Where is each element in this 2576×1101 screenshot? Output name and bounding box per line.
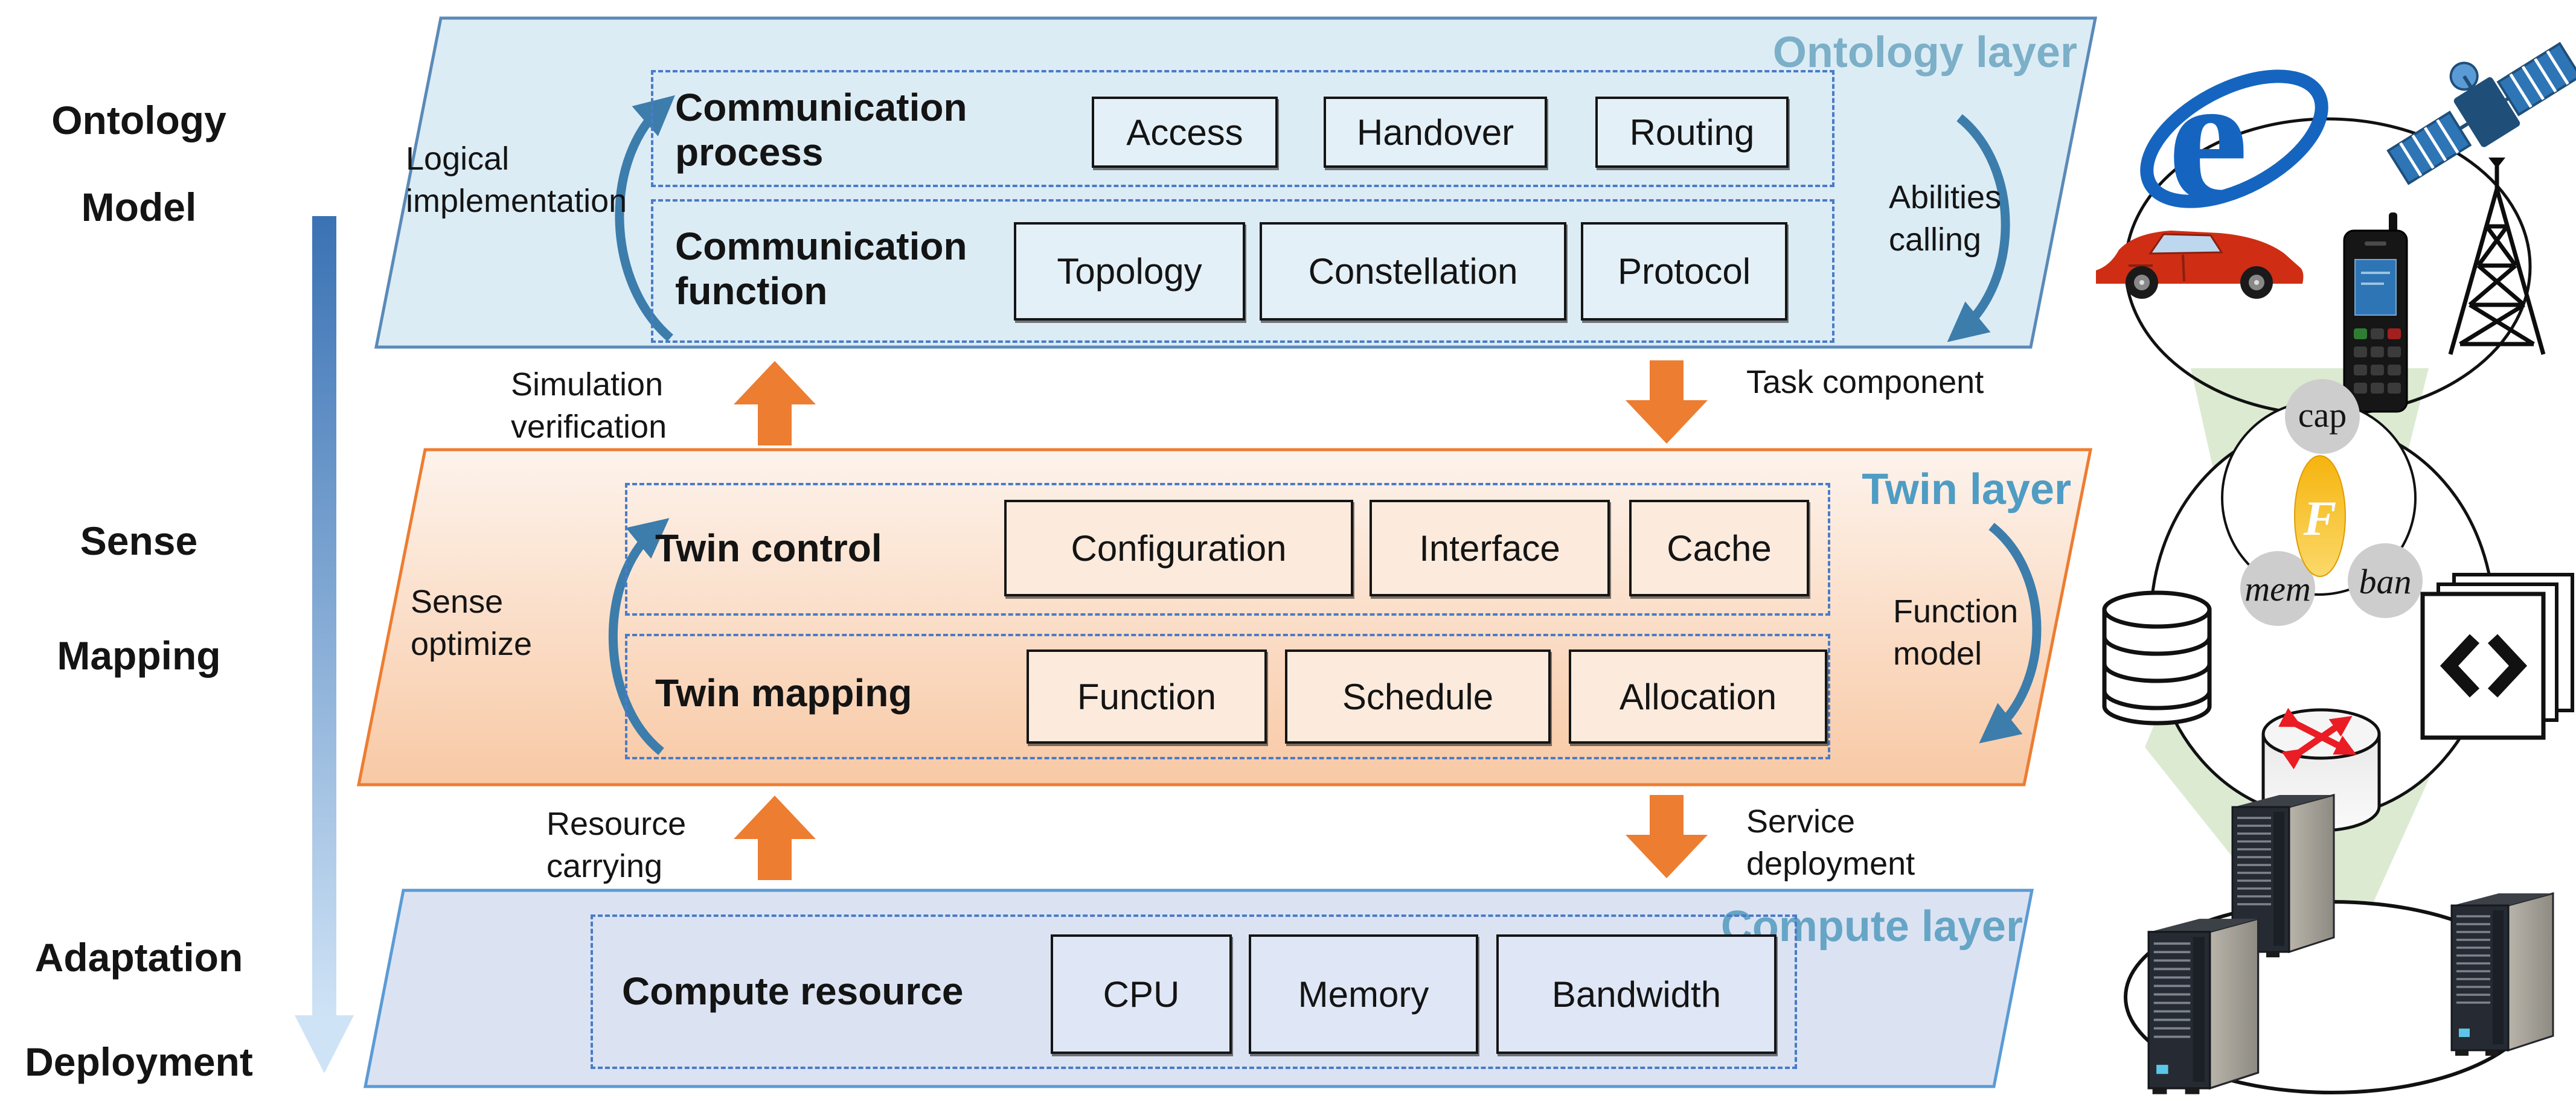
resource-item-memory: Memory: [1249, 934, 1478, 1054]
cap-bubble: [2285, 379, 2360, 454]
twin-layer-label: Twin layer: [1862, 465, 2071, 514]
function-model-note: Function model: [1893, 593, 2019, 672]
twin-mapping-title: Twin mapping: [655, 671, 912, 715]
database-icon: [2102, 590, 2212, 726]
sense-optimize-note: Sense optimize: [411, 584, 533, 663]
f-bubble-label: F: [2303, 491, 2337, 546]
logical-implementation-note: Logical implementation: [406, 141, 627, 220]
satellite-icon: [2386, 42, 2576, 185]
rail-sense-mapping-line1: Sense: [80, 519, 198, 563]
control-item-cache: Cache: [1629, 500, 1809, 596]
rail-ontology-model-line1: Ontology: [51, 98, 226, 142]
server-icon: [2450, 892, 2554, 1057]
ban-bubble-label: ban: [2359, 562, 2412, 601]
rail-ontology-model-line2: Model: [81, 185, 197, 229]
control-item-configuration: Configuration: [1004, 500, 1353, 596]
rail-adaptation-deployment-line2: Deployment: [25, 1039, 253, 1084]
abilities-calling-arrow: [1947, 114, 2010, 342]
code-document-icon: [2420, 573, 2574, 740]
process-item-handover: Handover: [1324, 97, 1547, 168]
communication-process-group: [651, 70, 1834, 187]
service-deployment-label: Service deployment: [1746, 803, 1915, 882]
radio-tower-icon: [2448, 158, 2546, 355]
function-gold-ellipse: [2294, 455, 2346, 577]
mem-bubble-label: mem: [2244, 569, 2311, 608]
twin-control-group: [625, 483, 1830, 616]
server-icon: [2147, 917, 2260, 1096]
compute-resource-group: [591, 914, 1797, 1069]
up-arrow-simulation: [734, 361, 816, 445]
function-model-arrow: [1979, 523, 2042, 744]
svg-text:e: e: [2168, 38, 2248, 238]
compute-resource-title: Compute resource: [622, 969, 964, 1013]
down-arrow-task: [1626, 360, 1708, 444]
twin-mapping-group: [625, 634, 1830, 759]
simulation-verification-label: Simulation verification: [511, 366, 667, 445]
task-component-label: Task component: [1746, 364, 1984, 400]
twin-control-title: Twin control: [655, 526, 882, 570]
function-item-topology: Topology: [1014, 222, 1245, 321]
resource-item-cpu: CPU: [1051, 934, 1232, 1054]
rail-sense-mapping-line2: Mapping: [57, 633, 221, 678]
sense-optimize-arrow: [608, 518, 670, 755]
control-item-interface: Interface: [1370, 500, 1610, 596]
cap-bubble-label: cap: [2298, 395, 2347, 435]
resource-item-bandwidth: Bandwidth: [1496, 934, 1777, 1054]
communication-function-title: Communication function: [675, 225, 967, 313]
car-icon: [2096, 231, 2304, 299]
up-arrow-resource: [734, 796, 816, 880]
logical-implementation-arrow: [615, 95, 675, 342]
down-arrow-service: [1626, 795, 1708, 878]
process-item-routing: Routing: [1595, 97, 1789, 168]
mem-bubble: [2240, 551, 2315, 626]
mapping-item-function: Function: [1027, 649, 1267, 744]
ontology-layer-label: Ontology layer: [1772, 28, 2077, 77]
function-item-protocol: Protocol: [1581, 222, 1787, 321]
rail-adaptation-deployment-line1: Adaptation: [34, 935, 243, 980]
mapping-item-schedule: Schedule: [1285, 649, 1551, 744]
top-down-flow-arrow: [295, 216, 354, 1073]
ie-browser-icon: e: [2140, 38, 2328, 238]
ban-bubble: [2348, 543, 2423, 618]
communication-process-title: Communication process: [675, 86, 967, 174]
mapping-item-allocation: Allocation: [1569, 649, 1827, 744]
resource-carrying-label: Resource carrying: [546, 806, 687, 885]
process-item-access: Access: [1092, 97, 1278, 168]
communication-function-group: [651, 199, 1834, 343]
abilities-calling-note: Abilities calling: [1889, 179, 2002, 258]
function-item-constellation: Constellation: [1260, 222, 1566, 321]
satellite-phone-icon: [2343, 212, 2408, 413]
